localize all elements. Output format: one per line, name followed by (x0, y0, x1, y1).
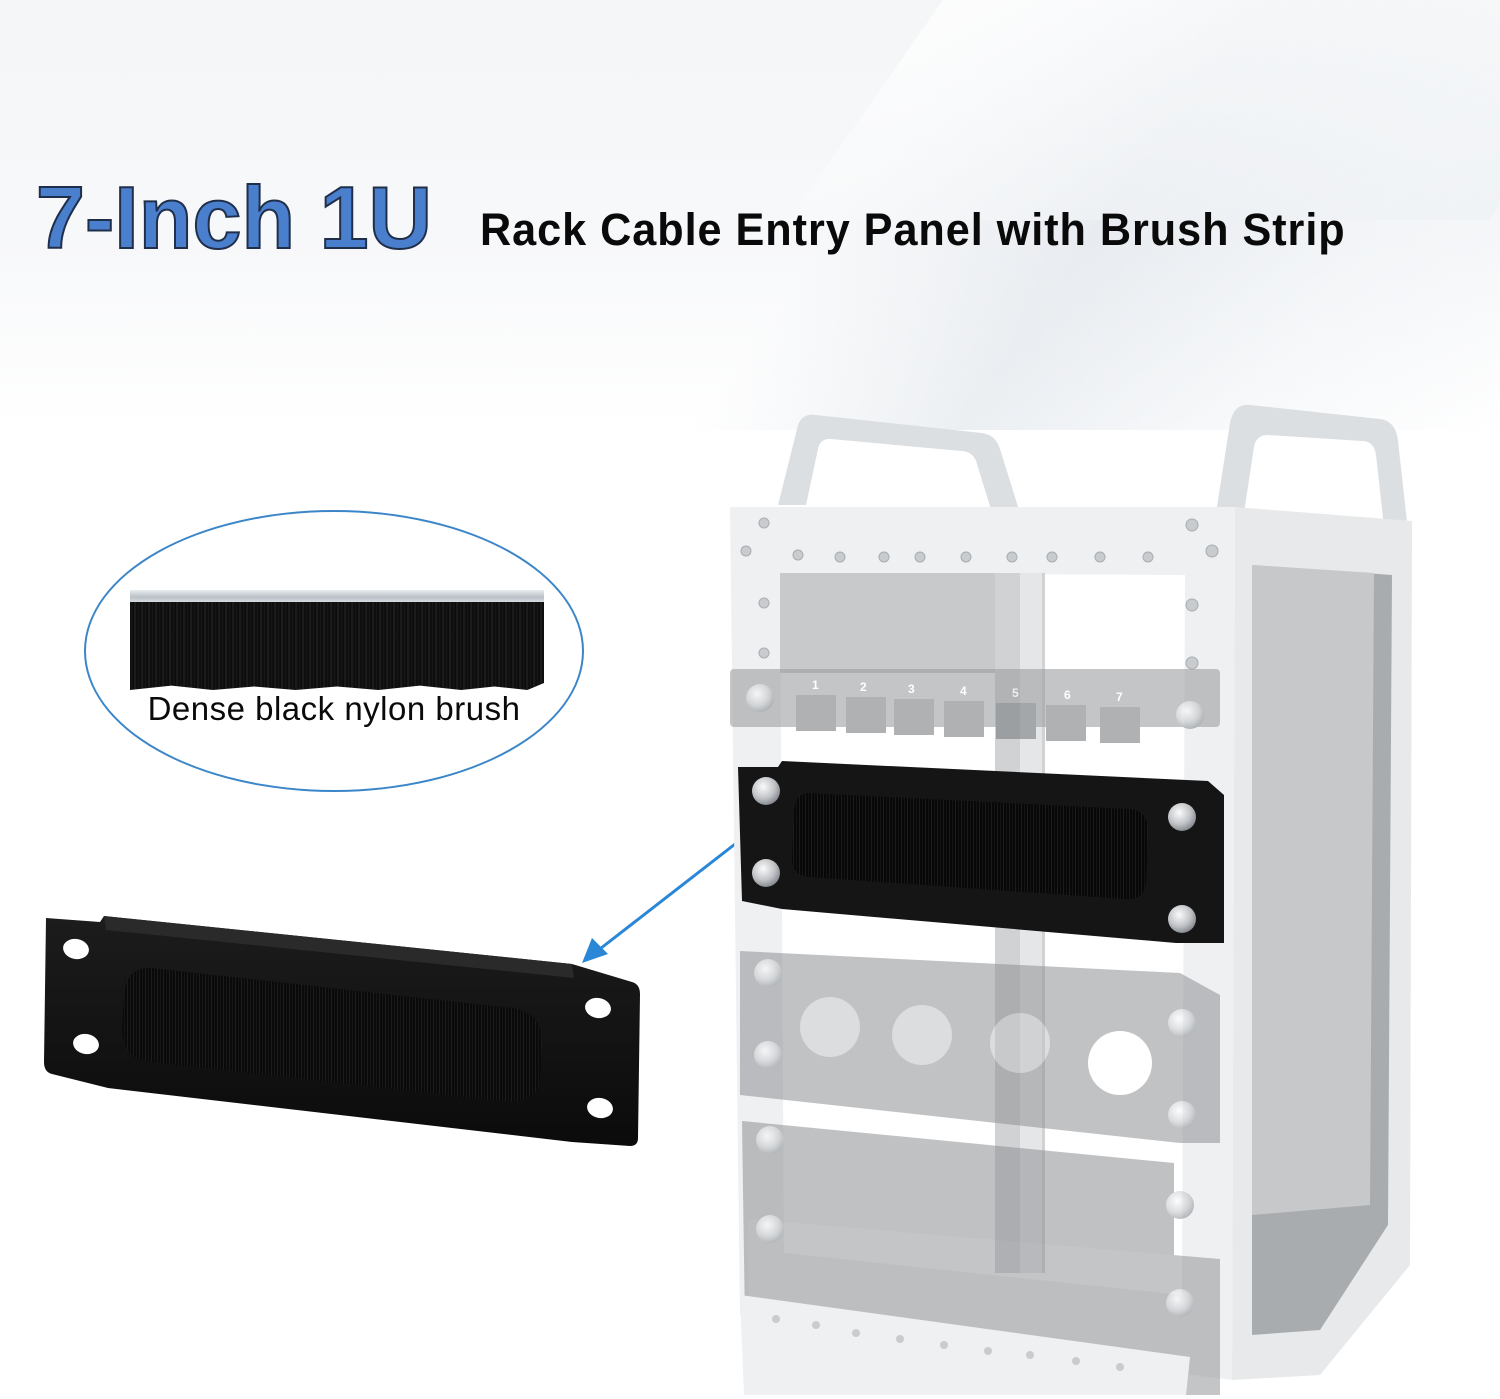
brush-metal-rail (130, 590, 544, 602)
brush-closeup-callout: Dense black nylon brush (84, 510, 584, 792)
brush-bristles-image (130, 602, 544, 690)
callout-caption: Dense black nylon brush (147, 690, 521, 727)
patch-panel-rj45: 1 2 3 4 5 6 7 (730, 669, 1220, 743)
title-product-name: Rack Cable Entry Panel with Brush Strip (480, 204, 1346, 255)
page-title: 7-Inch 1U Rack Cable Entry Panel with Br… (35, 167, 1496, 268)
svg-text:5: 5 (1012, 686, 1019, 700)
svg-text:6: 6 (1064, 688, 1071, 702)
svg-text:3: 3 (908, 682, 915, 696)
standalone-brush-panel (44, 916, 640, 1146)
svg-text:1: 1 (812, 678, 819, 692)
pointer-arrow-icon (582, 832, 749, 963)
rack-handle-left (778, 414, 1020, 513)
rack-handle-right (1216, 404, 1408, 531)
xlr-connector-panel (740, 951, 1220, 1143)
installed-brush-panel (738, 761, 1224, 943)
rack-illustration: 1 2 3 4 5 6 7 (730, 404, 1412, 1395)
svg-text:2: 2 (860, 680, 867, 694)
svg-text:4: 4 (960, 684, 967, 698)
title-size-label: 7-Inch 1U (35, 167, 433, 268)
svg-text:7: 7 (1116, 690, 1123, 704)
